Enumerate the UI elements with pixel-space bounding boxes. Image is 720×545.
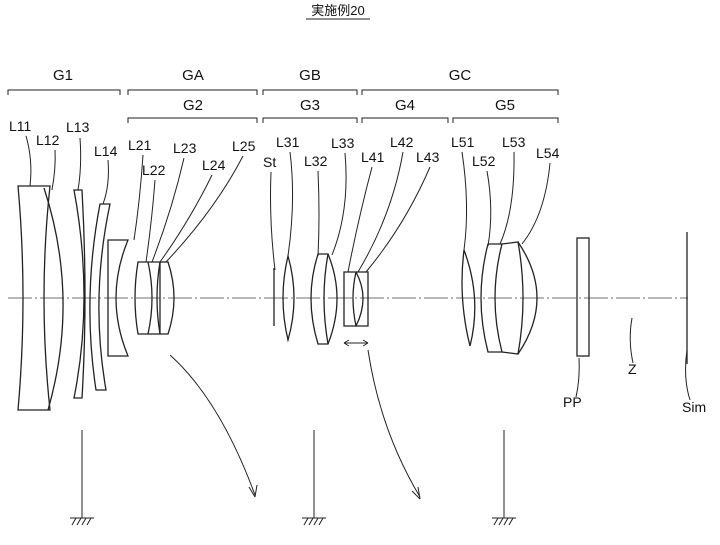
label-sim: Sim: [682, 399, 706, 415]
lens-l43: [356, 271, 369, 327]
label-l21: L21: [128, 137, 152, 153]
label-l42: L42: [390, 134, 414, 150]
lens-l53: [501, 241, 524, 355]
lens-l24: [156, 261, 161, 335]
label-l54: L54: [536, 145, 560, 161]
label-l23: L23: [173, 140, 197, 156]
lens-l14: [89, 203, 111, 391]
diagram-title: 実施例20: [311, 3, 364, 18]
fixed-ground-symbols: [70, 430, 516, 526]
label-l53: L53: [502, 134, 526, 150]
movement-arrows: [169, 349, 421, 500]
label-l25: L25: [232, 138, 256, 154]
lens-l41: [343, 271, 357, 327]
label-l51: L51: [451, 134, 475, 150]
label-l31: L31: [276, 134, 300, 150]
leader-lines: [25, 135, 691, 401]
label-z: Z: [628, 361, 637, 377]
lens-l12: [43, 187, 64, 411]
group-label-gb: GB: [299, 67, 321, 84]
lens-l25: [160, 261, 175, 335]
lens-l51: [461, 249, 476, 347]
label-l41: L41: [361, 149, 385, 165]
group-label-g4: G4: [395, 97, 415, 114]
lens-group-g4: [343, 271, 369, 347]
lens-l23: [148, 261, 161, 335]
label-st: St: [263, 154, 276, 170]
label-l33: L33: [331, 135, 355, 151]
lens-group-g2: [107, 239, 175, 357]
label-l32: L32: [304, 153, 328, 169]
lens-group-g1: [17, 185, 111, 411]
lens-group-g5: [461, 241, 538, 355]
lens-l21: [107, 239, 129, 357]
group-label-g1: G1: [53, 67, 73, 84]
lens-l42: [355, 271, 364, 327]
label-l13: L13: [66, 119, 90, 135]
label-l52: L52: [472, 153, 496, 169]
group-label-g2: G2: [183, 97, 203, 114]
lens-l33: [323, 253, 329, 345]
lens-group-g3: [273, 253, 338, 345]
label-pp: PP: [563, 394, 582, 410]
label-l14: L14: [94, 143, 118, 159]
lens-l13: [73, 189, 86, 399]
lens-l11: [17, 185, 51, 411]
label-l24: L24: [202, 157, 226, 173]
group-label-ga: GA: [182, 67, 204, 84]
lens-l31: [282, 253, 295, 343]
lens-labels: L11 L12 L13 L14 L21 L22 L23 L24 L25 St L…: [9, 118, 706, 415]
group-label-g3: G3: [300, 97, 320, 114]
mid-group-brackets: [127, 117, 559, 123]
label-l22: L22: [142, 162, 166, 178]
group-label-g5: G5: [495, 97, 515, 114]
plane-parallel-plate: [576, 237, 590, 357]
lens-l54: [517, 241, 538, 355]
group-label-gc: GC: [449, 67, 472, 84]
label-l43: L43: [416, 149, 440, 165]
label-l11: L11: [9, 118, 32, 134]
label-l12: L12: [36, 132, 60, 148]
top-group-brackets: [7, 89, 559, 95]
